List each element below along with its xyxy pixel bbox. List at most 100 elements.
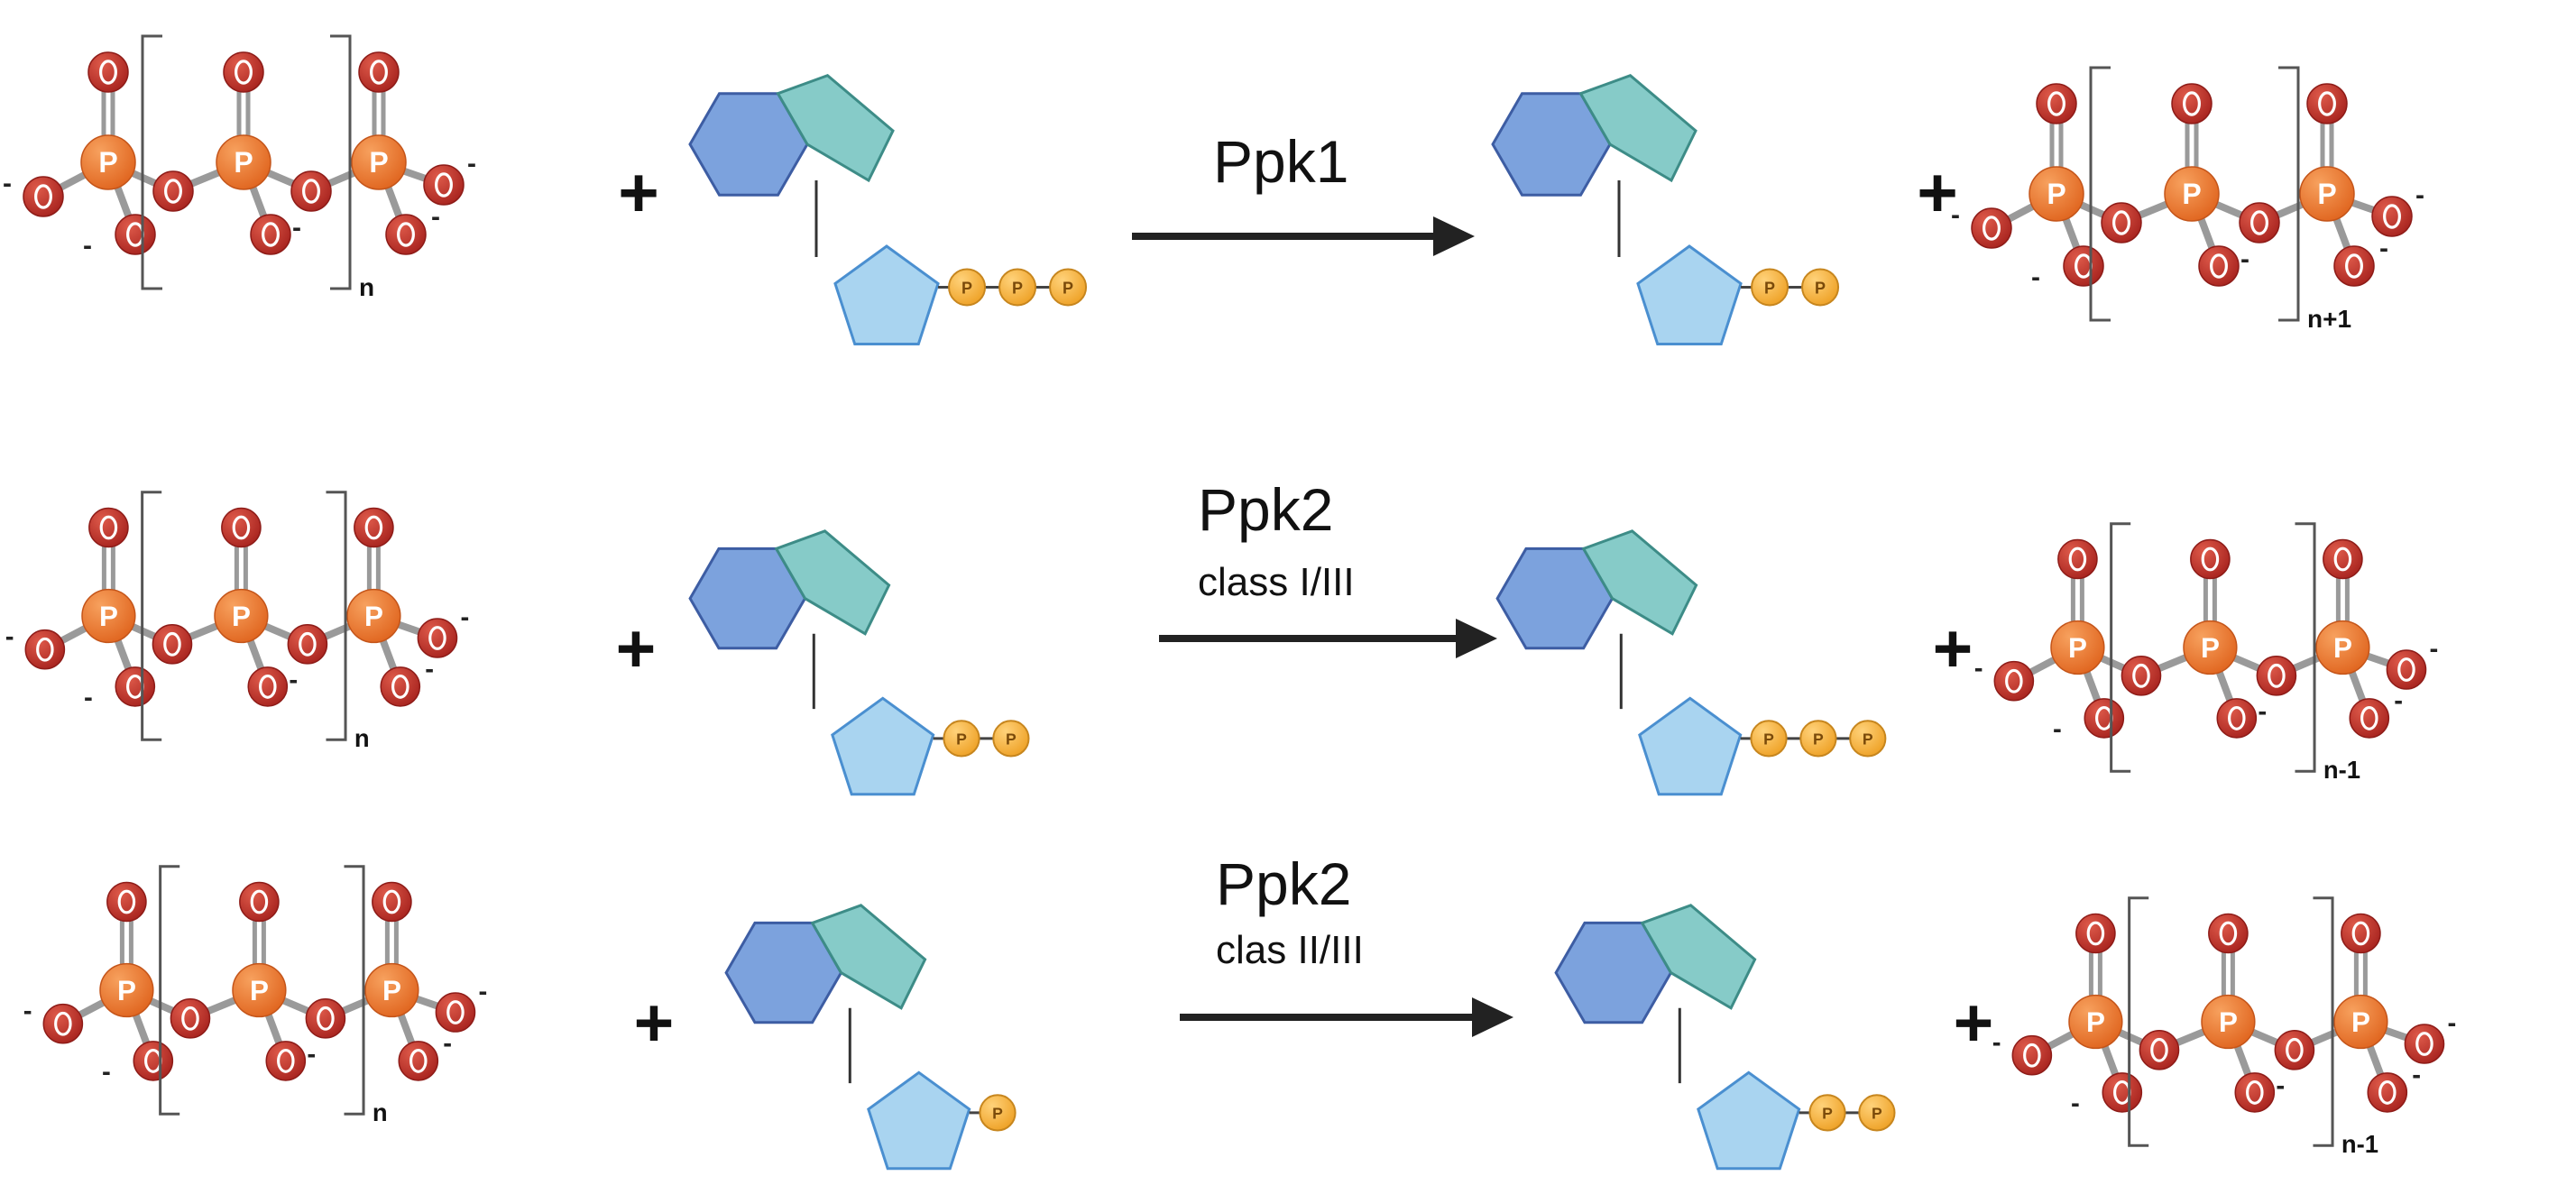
oxygen-atom (2274, 1030, 2315, 1070)
phosphorus-atom: P (2333, 994, 2388, 1050)
negative-charge: - (2429, 634, 2438, 664)
oxygen-atom (170, 998, 211, 1039)
oxygen-atom (223, 51, 264, 93)
oxygen-atom (115, 214, 156, 255)
enzyme-class-label: clas II/III (1216, 928, 1364, 972)
svg-text:P: P (250, 975, 269, 1006)
negative-charge: - (307, 1039, 316, 1069)
oxygen-atom (2256, 656, 2297, 696)
oxygen-atom (2216, 698, 2258, 739)
phosphate-bead: P (1849, 720, 1887, 758)
left-bracket (141, 34, 162, 290)
oxygen-atom (2171, 83, 2213, 124)
negative-charge: - (84, 683, 93, 712)
oxygen-atom (290, 170, 332, 212)
phosphate-bead: P (1799, 720, 1837, 758)
svg-text:P: P (382, 975, 401, 1006)
purine-pentagon (810, 904, 927, 1010)
oxygen-atom (2036, 83, 2077, 124)
oxygen-atom (115, 666, 156, 707)
svg-text:P: P (1822, 1105, 1833, 1123)
right-bracket (330, 34, 352, 290)
oxygen-atom (133, 1041, 174, 1081)
svg-text:P: P (234, 146, 253, 179)
oxygen-atom (2341, 913, 2381, 954)
svg-text:P: P (1872, 1105, 1882, 1123)
phosphorus-atom: P (2029, 166, 2084, 222)
oxygen-atom (152, 170, 194, 212)
phosphorus-atom: P (351, 134, 407, 190)
svg-text:P: P (961, 279, 972, 297)
phosphorus-atom: P (346, 588, 401, 644)
purine-pentagon (1581, 529, 1698, 636)
svg-text:P: P (1763, 730, 1774, 749)
phosphate-bead: P (1049, 268, 1088, 307)
negative-charge: - (2276, 1070, 2285, 1100)
svg-text:P: P (2068, 632, 2087, 664)
phosphate-bead: P (1808, 1094, 1846, 1132)
oxygen-atom (265, 1041, 307, 1081)
oxygen-atom (385, 214, 427, 255)
oxygen-atom (2190, 538, 2231, 580)
phosphorus-atom: P (81, 588, 136, 644)
purine-pentagon (1640, 904, 1757, 1010)
phosphorus-atom: P (80, 134, 136, 190)
oxygen-atom (380, 666, 421, 707)
negative-charge: - (23, 996, 32, 1025)
svg-text:P: P (992, 1105, 1003, 1123)
ribose-pentagon (1636, 244, 1743, 346)
svg-text:P: P (369, 146, 388, 179)
negative-charge: - (2412, 1061, 2421, 1090)
negative-charge: - (478, 977, 487, 1006)
negative-charge: - (2053, 714, 2062, 744)
plus-sign: + (1954, 985, 1994, 1061)
oxygen-atom (2139, 1030, 2180, 1070)
right-bracket (326, 491, 347, 741)
svg-text:P: P (1063, 279, 1073, 297)
oxygen-atom (2057, 538, 2098, 580)
left-bracket (2089, 66, 2111, 322)
svg-text:P: P (2182, 178, 2201, 210)
oxygen-atom (354, 507, 394, 548)
negative-charge: - (2071, 1089, 2080, 1118)
negative-charge: - (467, 149, 476, 179)
phosphorus-atom: P (99, 962, 154, 1018)
svg-text:P: P (956, 730, 967, 749)
repeat-index-label: n (354, 724, 370, 752)
svg-text:P: P (2317, 178, 2336, 210)
phosphorus-atom: P (216, 134, 271, 190)
svg-text:P: P (1863, 730, 1873, 749)
right-bracket (344, 865, 365, 1116)
svg-text:P: P (232, 601, 251, 632)
svg-text:P: P (364, 601, 383, 632)
oxygen-atom (372, 881, 412, 923)
negative-charge: - (5, 621, 14, 651)
phosphorus-atom: P (2201, 994, 2256, 1050)
plus-sign: + (1933, 611, 1973, 687)
svg-text:P: P (2351, 1006, 2370, 1038)
oxygen-atom (358, 51, 400, 93)
phosphate-bead: P (1750, 720, 1788, 758)
oxygen-atom (2101, 202, 2142, 243)
right-bracket (2295, 522, 2316, 773)
phosphate-bead: P (998, 268, 1037, 307)
oxygen-atom (42, 1003, 84, 1044)
svg-text:P: P (1764, 279, 1775, 297)
ribose-pentagon (833, 244, 940, 346)
oxygen-atom (247, 666, 289, 707)
oxygen-atom (2386, 649, 2427, 690)
oxygen-atom (2121, 656, 2162, 696)
arrow-head-icon (1472, 997, 1513, 1037)
negative-charge: - (289, 665, 298, 694)
oxygen-atom (2084, 698, 2125, 739)
negative-charge: - (2447, 1008, 2456, 1038)
phosphorus-atom: P (2050, 620, 2105, 675)
oxygen-atom (152, 624, 193, 665)
negative-charge: - (460, 602, 469, 632)
plus-sign: + (618, 152, 659, 232)
phosphate-bead: P (1751, 268, 1789, 307)
